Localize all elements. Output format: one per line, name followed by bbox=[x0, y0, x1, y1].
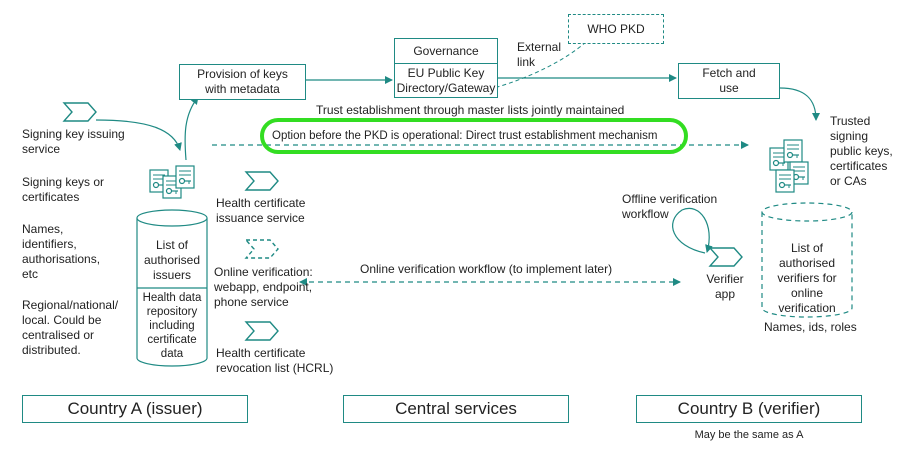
repo-line3: including bbox=[149, 320, 195, 332]
central-services-label: Central services bbox=[395, 399, 517, 418]
eu-public-key-box: EU Public Key Directory/Gateway bbox=[394, 63, 498, 98]
trust-master-label: Trust establishment through master lists… bbox=[316, 103, 625, 117]
external-line1: External bbox=[517, 40, 562, 54]
issuance-line1: Health certificate bbox=[216, 196, 306, 210]
country-a-box: Country A (issuer) bbox=[22, 395, 248, 423]
highlight-outline bbox=[260, 118, 688, 154]
fetch-line1: Fetch and bbox=[702, 66, 756, 80]
signing-keys-label: Signing keys or certificates bbox=[22, 175, 104, 205]
trusted-line3: public keys, bbox=[830, 144, 893, 158]
online-line1: Online verification: bbox=[214, 265, 313, 279]
eu-line2: Directory/Gateway bbox=[396, 80, 496, 95]
central-services-box: Central services bbox=[343, 395, 569, 423]
verifiers-line1: List of authorised bbox=[778, 241, 836, 270]
verifier-app-chevron-icon bbox=[709, 247, 743, 267]
names-line3: authorisations, bbox=[22, 252, 101, 266]
repo-line1: Health data bbox=[142, 292, 202, 304]
offline-line2: workflow bbox=[622, 207, 669, 221]
external-line2: link bbox=[517, 55, 536, 69]
country-a-label: Country A (issuer) bbox=[67, 399, 203, 418]
trusted-line5: or CAs bbox=[830, 174, 867, 188]
health-repo-label: Health data repository including certifi… bbox=[137, 291, 207, 361]
governance-box: Governance bbox=[394, 38, 498, 64]
verifiers-line4: verification bbox=[778, 301, 836, 315]
same-as-a-label: May be the same as A bbox=[694, 429, 804, 441]
revocation-line2: revocation list (HCRL) bbox=[216, 361, 334, 375]
issuance-label: Health certificate issuance service bbox=[216, 196, 305, 226]
signing-keys-line1: Signing keys or bbox=[22, 175, 105, 189]
issuers-list-label: List of authorised issuers bbox=[137, 238, 207, 283]
country-b-label: Country B (verifier) bbox=[677, 399, 821, 418]
external-link-label: External link bbox=[517, 40, 561, 70]
list-line2: authorised bbox=[143, 253, 201, 267]
verifier-line2: app bbox=[714, 287, 736, 301]
repo-line2: repository bbox=[146, 306, 198, 318]
names-line2: identifiers, bbox=[22, 237, 77, 251]
signing-keys-line2: certificates bbox=[22, 190, 80, 204]
repo-line5: data bbox=[160, 348, 184, 360]
eu-line1: EU Public Key bbox=[407, 65, 485, 80]
regional-line4: distributed. bbox=[22, 343, 81, 357]
provision-line1: Provision of keys bbox=[197, 67, 288, 81]
governance-label: Governance bbox=[413, 43, 479, 58]
option-label: Option before the PKD is operational: Di… bbox=[272, 130, 658, 142]
verifiers-list-label: List of authorised verifiers for online … bbox=[762, 241, 852, 316]
offline-line1: Offline verification bbox=[622, 192, 718, 206]
signing-service-label: Signing key issuing service bbox=[22, 127, 125, 157]
names-label: Names, identifiers, authorisations, etc bbox=[22, 222, 100, 282]
certificate-icon-right bbox=[769, 139, 809, 193]
regional-label: Regional/national/ local. Could be centr… bbox=[22, 298, 118, 358]
list-line3: issuers bbox=[152, 268, 191, 282]
verifiers-line2: verifiers for bbox=[777, 271, 837, 285]
country-b-box: Country B (verifier) bbox=[636, 395, 862, 423]
who-pkd-box: WHO PKD bbox=[568, 14, 664, 44]
online-verification-label: Online verification: webapp, endpoint, p… bbox=[214, 265, 313, 310]
verifier-line1: Verifier bbox=[706, 272, 744, 286]
trusted-keys-label: Trusted signing public keys, certificate… bbox=[830, 114, 893, 189]
trusted-line1: Trusted bbox=[830, 114, 871, 128]
certificate-icon-left bbox=[149, 165, 195, 199]
regional-line2: local. Could be bbox=[22, 313, 102, 327]
issuance-chevron-icon bbox=[245, 171, 279, 191]
trusted-line4: certificates bbox=[830, 159, 888, 173]
verifier-app-label: Verifier app bbox=[698, 272, 752, 302]
provision-line2: with metadata bbox=[205, 82, 280, 96]
trusted-line2: signing bbox=[830, 129, 869, 143]
provision-keys-box: Provision of keys with metadata bbox=[179, 64, 306, 100]
online-line3: phone service bbox=[214, 295, 289, 309]
signing-service-line2: service bbox=[22, 142, 61, 156]
verifiers-line3: online bbox=[790, 286, 824, 300]
revocation-line1: Health certificate bbox=[216, 346, 306, 360]
names-line1: Names, bbox=[22, 222, 64, 236]
signing-service-chevron-icon bbox=[63, 102, 97, 122]
regional-line1: Regional/national/ bbox=[22, 298, 119, 312]
regional-line3: centralised or bbox=[22, 328, 95, 342]
fetch-line2: use bbox=[719, 81, 739, 95]
issuance-line2: issuance service bbox=[216, 211, 305, 225]
names-ids-label: Names, ids, roles bbox=[764, 320, 857, 334]
offline-workflow-label: Offline verification workflow bbox=[622, 192, 717, 222]
online-line2: webapp, endpoint, bbox=[214, 280, 313, 294]
online-verification-chevron-icon bbox=[244, 239, 279, 259]
who-pkd-label: WHO PKD bbox=[587, 21, 645, 36]
revocation-label: Health certificate revocation list (HCRL… bbox=[216, 346, 333, 376]
list-line1: List of bbox=[155, 238, 188, 252]
revocation-chevron-icon bbox=[245, 321, 279, 341]
online-workflow-label: Online verification workflow (to impleme… bbox=[360, 262, 613, 276]
names-line4: etc bbox=[22, 267, 39, 281]
fetch-use-box: Fetch and use bbox=[678, 63, 780, 99]
signing-service-line1: Signing key issuing bbox=[22, 127, 125, 141]
repo-line4: certificate bbox=[147, 334, 197, 346]
